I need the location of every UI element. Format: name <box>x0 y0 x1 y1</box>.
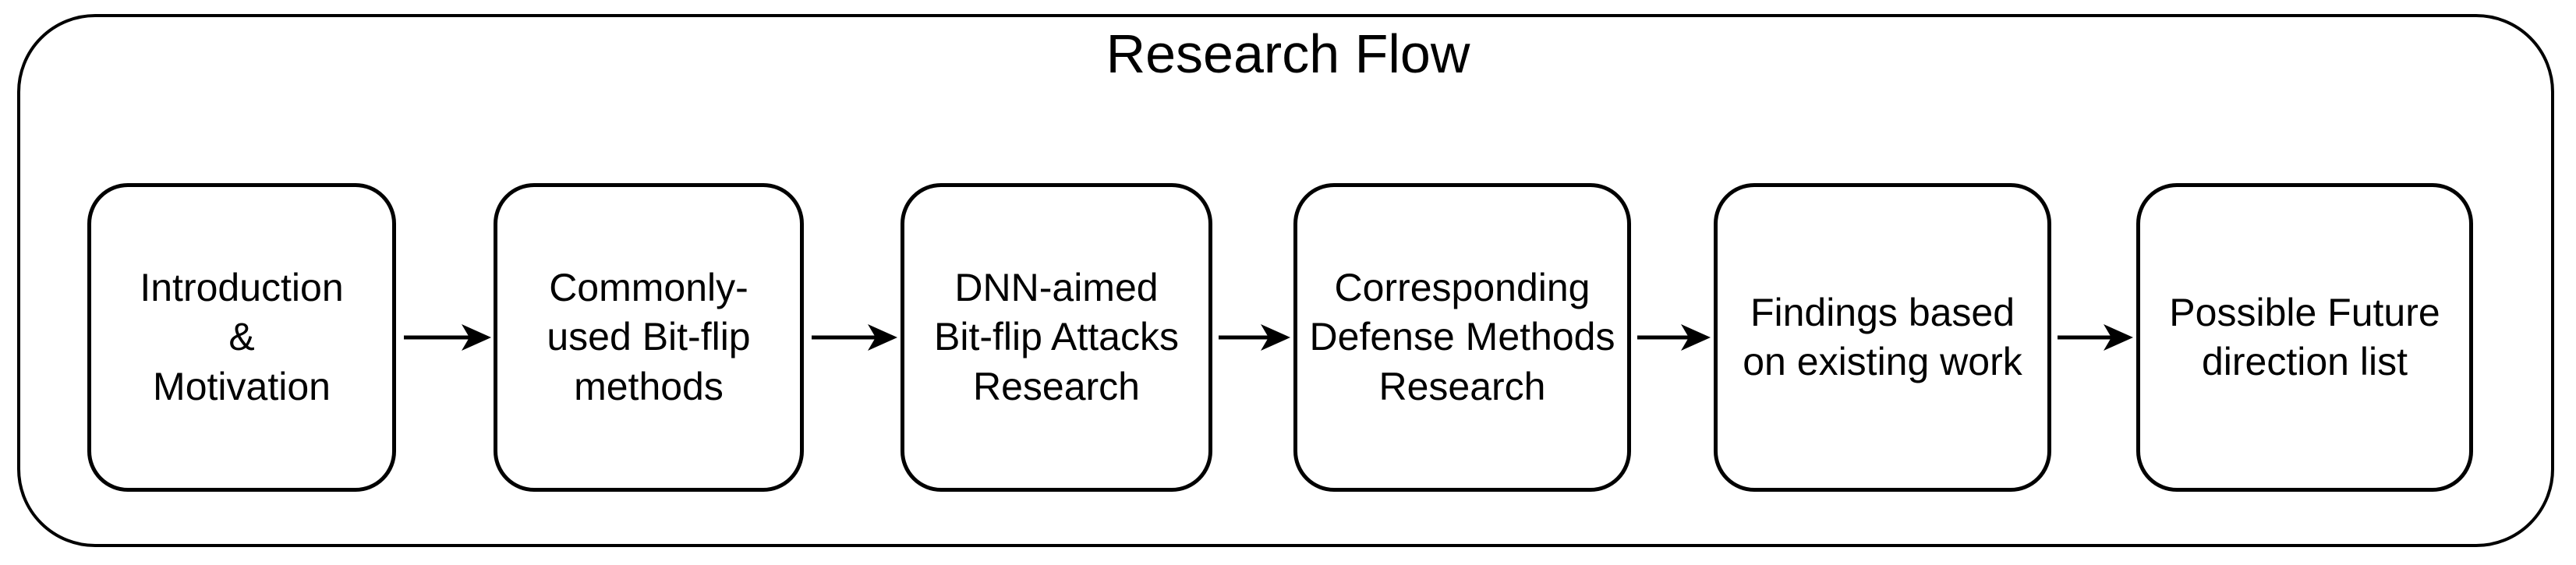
flow-step-dnn-bitflip-attacks: DNN-aimed Bit-flip Attacks Research <box>901 183 1212 492</box>
flow-step-introduction-motivation: Introduction & Motivation <box>87 183 396 492</box>
flow-step-bitflip-methods: Commonly- used Bit-flip methods <box>494 183 804 492</box>
right-arrow-icon <box>396 320 494 355</box>
flow-step-findings: Findings based on existing work <box>1714 183 2051 492</box>
flow-step-defense-methods: Corresponding Defense Methods Research <box>1293 183 1631 492</box>
diagram-title: Research Flow <box>1106 23 1470 84</box>
right-arrow-icon <box>2051 320 2136 355</box>
diagram-outer-frame <box>17 14 2554 547</box>
flow-step-future-directions: Possible Future direction list <box>2136 183 2473 492</box>
right-arrow-icon <box>1212 320 1293 355</box>
right-arrow-icon <box>804 320 901 355</box>
right-arrow-icon <box>1631 320 1714 355</box>
